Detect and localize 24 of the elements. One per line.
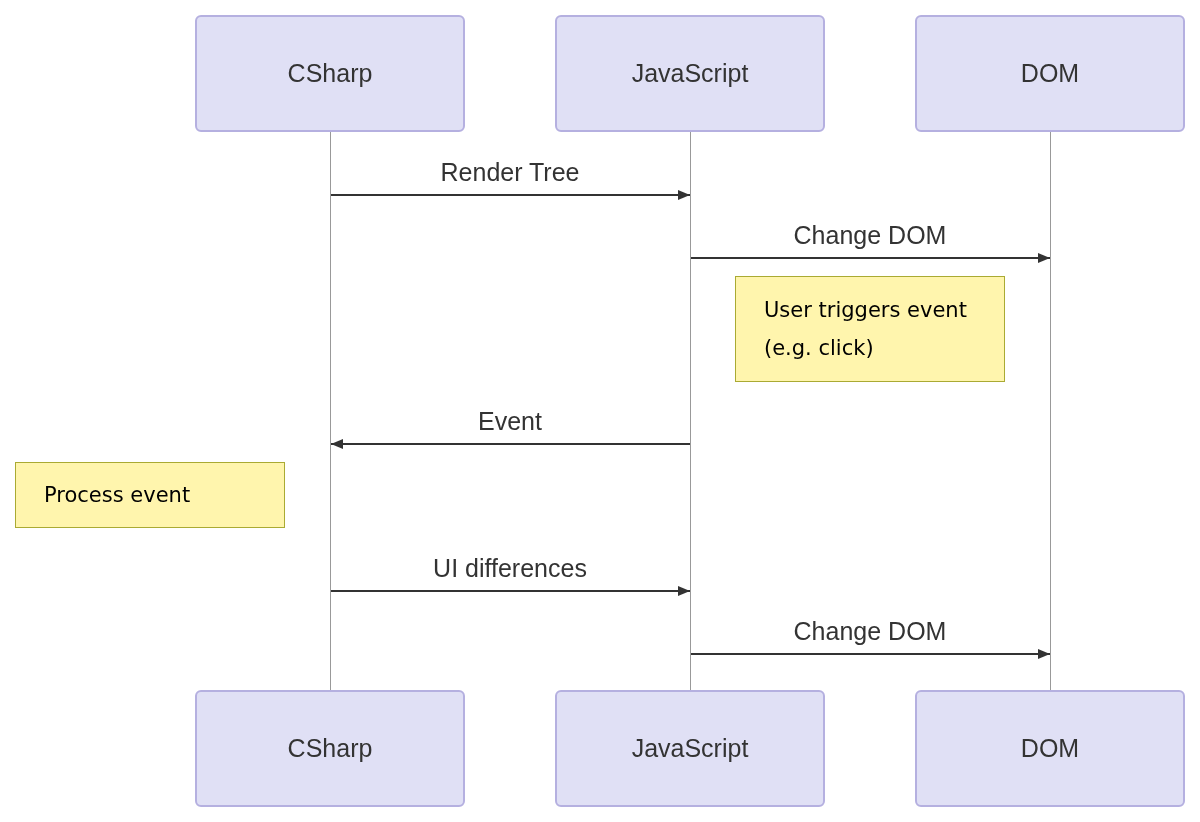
participant-box bbox=[195, 690, 465, 807]
message-arrow bbox=[330, 586, 691, 596]
message-arrow bbox=[690, 649, 1051, 659]
note-box bbox=[735, 276, 1005, 382]
note-box bbox=[15, 462, 285, 528]
participant-name: DOM bbox=[1020, 732, 1080, 764]
participant-name: JavaScript bbox=[631, 732, 749, 764]
note-text: Process event bbox=[44, 482, 192, 509]
participant-box bbox=[555, 690, 825, 807]
participant-name: CSharp bbox=[287, 732, 373, 764]
lifeline bbox=[1050, 132, 1051, 690]
participant-box bbox=[915, 690, 1185, 807]
message-arrow bbox=[330, 190, 691, 200]
message-arrow bbox=[690, 253, 1051, 263]
lifeline bbox=[330, 132, 331, 690]
participant-box bbox=[915, 15, 1185, 132]
participant-box bbox=[195, 15, 465, 132]
participant-name: CSharp bbox=[287, 57, 373, 89]
participant-name: DOM bbox=[1020, 57, 1080, 89]
note-text: User triggers event (e.g. click) bbox=[764, 297, 968, 362]
participant-name: JavaScript bbox=[631, 57, 749, 89]
participant-box bbox=[555, 15, 825, 132]
lifeline bbox=[690, 132, 691, 690]
message-arrow bbox=[330, 439, 691, 449]
